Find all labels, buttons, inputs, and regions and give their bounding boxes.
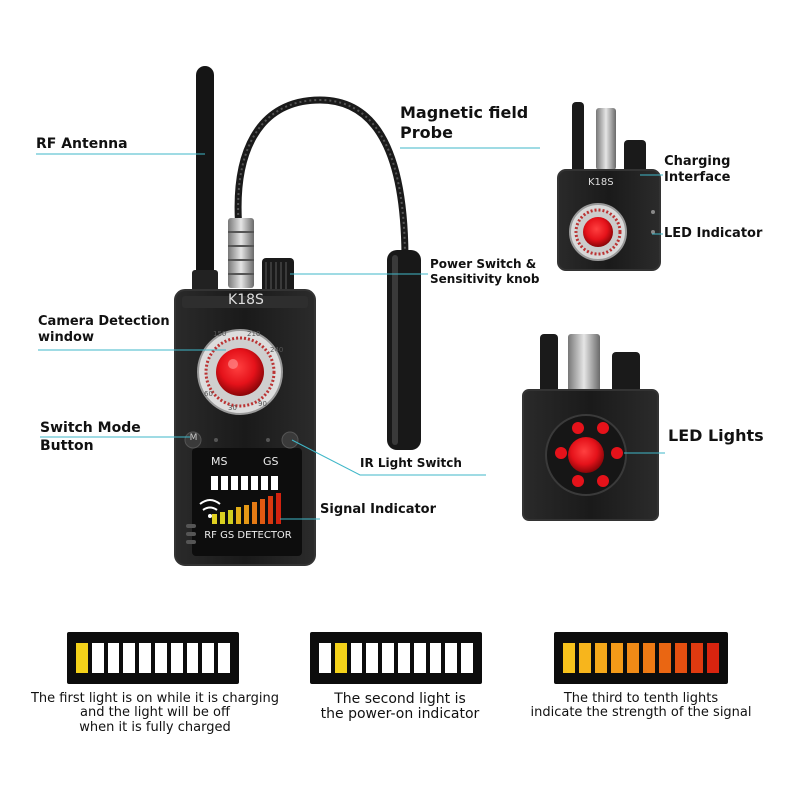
indicator-segment: [461, 643, 473, 673]
label-power-switch: Power Switch & Sensitivity knob: [430, 257, 540, 286]
indicator-segment: [107, 643, 120, 673]
dial-number: 210: [247, 330, 261, 338]
indicator-segment: [691, 643, 703, 673]
dial-number: 30: [228, 404, 237, 412]
indicator-segment: [382, 643, 394, 673]
indicator-segment: [579, 643, 591, 673]
indicator-segment: [611, 643, 623, 673]
label-ir-switch: IR Light Switch: [360, 456, 462, 470]
dial-number: 90: [258, 400, 267, 408]
indicator-segment: [429, 643, 442, 673]
indicator-segment: [154, 643, 167, 673]
indicator-segment: [675, 643, 687, 673]
indicator-segment: [595, 643, 607, 673]
small-device-model-label: K18S: [588, 177, 614, 188]
indicator-segment: [76, 643, 88, 673]
indicator-segment: [643, 643, 655, 673]
caption-power: The second light is the power-on indicat…: [320, 691, 480, 723]
label-led-indicator: LED Indicator: [664, 226, 763, 241]
indicator-segment: [202, 643, 215, 673]
indicator-segment: [563, 643, 575, 673]
indicator-segment: [366, 643, 379, 673]
device-model-label: K18S: [228, 292, 264, 308]
power-knob: [262, 258, 294, 294]
indicator-segment: [170, 643, 183, 673]
dial-number: 240: [270, 346, 284, 354]
magnetic-probe: [228, 96, 421, 450]
device-bottom-label: RF GS DETECTOR: [204, 530, 292, 541]
indicator-segment: [334, 643, 347, 673]
mode-ms-label: MS: [211, 455, 228, 468]
device-led-view: [522, 334, 659, 521]
label-charging-interface: Charging Interface: [664, 154, 731, 186]
label-switch-mode: Switch Mode Button: [40, 420, 141, 454]
indicator-segment: [627, 643, 639, 673]
dial-number: 60: [204, 390, 213, 398]
label-led-lights: LED Lights: [668, 426, 764, 445]
device-top-view: [557, 102, 661, 271]
indicator-segment: [397, 643, 410, 673]
label-signal-indicator: Signal Indicator: [320, 502, 437, 517]
display-bars: [199, 476, 281, 524]
mode-button: M: [189, 433, 198, 443]
indicator-segment: [91, 643, 104, 673]
label-magnetic-probe: Magnetic field Probe: [400, 103, 529, 142]
leader-lines: [36, 147, 665, 520]
caption-signal: The third to tenth lights indicate the s…: [530, 691, 752, 721]
indicator-segment: [707, 643, 719, 673]
indicator-segment: [139, 643, 151, 673]
indicator-bar-power: [310, 632, 482, 684]
indicator-segment: [186, 643, 199, 673]
indicator-segment: [218, 643, 230, 673]
indicator-segment: [123, 643, 136, 673]
dial-number: 150: [213, 330, 227, 338]
indicator-bar-charging: [67, 632, 239, 684]
mode-gs-label: GS: [263, 455, 279, 468]
caption-charging: The first light is on while it is chargi…: [30, 691, 280, 735]
indicator-segment: [445, 643, 458, 673]
label-camera-window: Camera Detection window: [38, 314, 170, 346]
indicator-segment: [319, 643, 331, 673]
indicator-segment: [350, 643, 363, 673]
label-rf-antenna: RF Antenna: [36, 136, 128, 152]
indicator-segment: [659, 643, 671, 673]
rf-antenna: [192, 66, 218, 296]
indicator-segment: [413, 643, 426, 673]
device-body: [174, 289, 316, 566]
indicator-bar-signal: [554, 632, 728, 684]
